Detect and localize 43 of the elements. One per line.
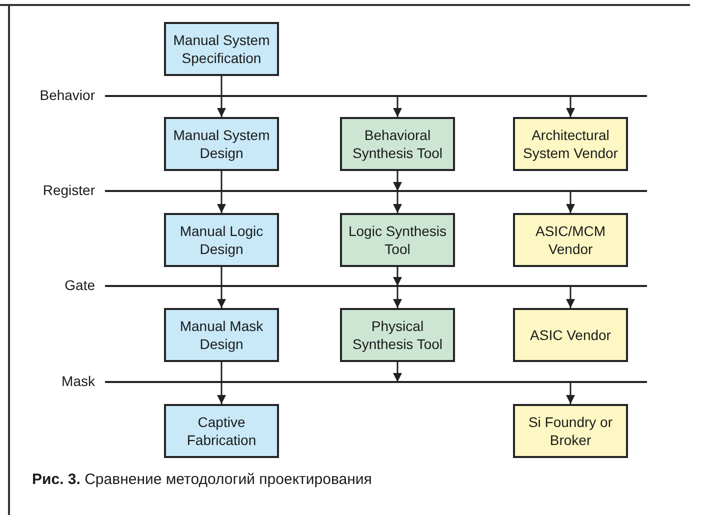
process-box: [513, 404, 628, 458]
box-text: ASIC/MCM Vendor: [534, 222, 606, 258]
arrow: [566, 96, 575, 117]
box-text: Captive Fabrication: [186, 413, 258, 449]
process-box: [513, 308, 628, 362]
process-box: [513, 117, 628, 171]
arrow: [393, 286, 402, 308]
level-label: Register: [42, 181, 95, 199]
arrow: [393, 191, 402, 213]
process-box: [164, 404, 279, 458]
level-label: Gate: [64, 276, 95, 294]
box-text: Manual Logic Design: [178, 222, 264, 258]
figure-caption: Рис. 3. Сравнение методологий проектирования: [32, 470, 372, 490]
level-label: Behavior: [40, 86, 95, 104]
arrow: [217, 191, 226, 213]
box-text: ASIC Vendor: [530, 326, 611, 344]
arrow: [566, 286, 575, 308]
arrow: [217, 286, 226, 308]
box-text: Si Foundry or Broker: [527, 413, 614, 449]
box-text: Behavioral Synthesis Tool: [351, 126, 444, 162]
process-box: [340, 213, 455, 267]
box-text: Physical Synthesis Tool: [351, 317, 444, 353]
process-box: [164, 22, 279, 76]
box-text: Manual System Specification: [172, 31, 271, 67]
arrow: [217, 382, 226, 404]
arrow: [393, 267, 402, 286]
box-text: Manual Mask Design: [178, 317, 264, 353]
level-label: Mask: [62, 372, 95, 390]
arrow: [393, 96, 402, 117]
box-text: Architectural System Vendor: [522, 126, 619, 162]
process-box: [340, 117, 455, 171]
box-text: Manual System Design: [172, 126, 271, 162]
process-box: [164, 213, 279, 267]
process-box: [164, 117, 279, 171]
arrow: [393, 171, 402, 191]
process-box: [164, 308, 279, 362]
arrow: [566, 382, 575, 404]
process-box: [513, 213, 628, 267]
box-text: Logic Synthesis Tool: [347, 222, 448, 258]
arrow: [393, 362, 402, 382]
arrow: [566, 191, 575, 213]
arrow: [217, 96, 226, 117]
process-box: [340, 308, 455, 362]
